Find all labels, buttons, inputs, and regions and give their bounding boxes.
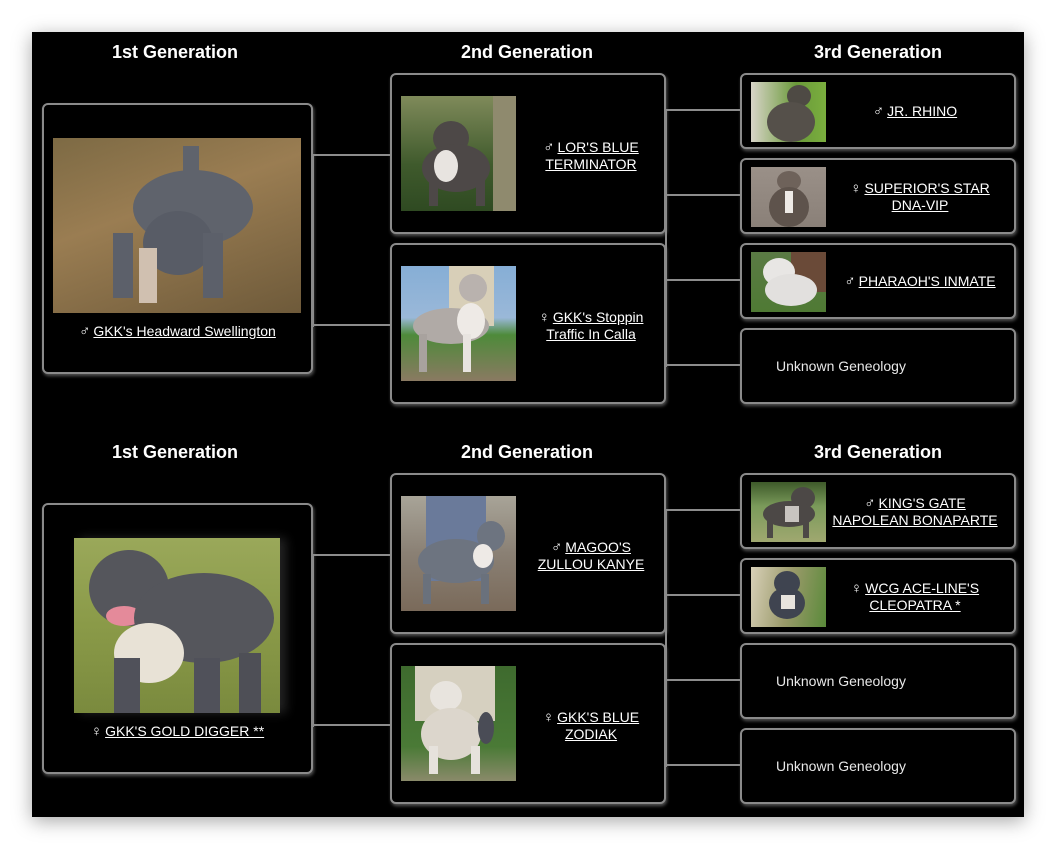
gen3-header: 3rd Generation bbox=[813, 442, 943, 462]
dog-silhouette-icon bbox=[767, 85, 815, 142]
dog-link[interactable]: MAGOO'S ZULLOU KANYE bbox=[537, 539, 645, 572]
dog-photo[interactable] bbox=[751, 82, 826, 142]
connector-line bbox=[665, 194, 740, 196]
dog-silhouette-icon bbox=[413, 266, 494, 372]
dog-link[interactable]: GKK's Stoppin Traffic In Calla bbox=[546, 309, 644, 342]
dog-link[interactable]: WCG ACE-LINE'S CLEOPATRA * bbox=[865, 580, 980, 613]
gen3-card: ♂PHARAOH'S INMATE bbox=[740, 243, 1016, 319]
unknown-geneology-label: Unknown Geneology bbox=[776, 758, 906, 774]
male-icon: ♂ bbox=[551, 539, 563, 556]
male-icon: ♂ bbox=[79, 323, 91, 340]
gen3-name: ♂KING'S GATE NAPOLEAN BONAPARTE bbox=[832, 495, 998, 528]
connector-line bbox=[665, 109, 667, 367]
gen3-card: ♂JR. RHINO bbox=[740, 73, 1016, 149]
dog-silhouette-icon bbox=[769, 571, 805, 619]
connector-line bbox=[312, 324, 390, 326]
gen1-name: ♀GKK'S GOLD DIGGER ** bbox=[44, 723, 311, 740]
connector-line bbox=[665, 594, 740, 596]
gen1-name: ♂GKK's Headward Swellington bbox=[44, 323, 311, 340]
dog-silhouette-icon bbox=[763, 252, 826, 306]
female-icon: ♀ bbox=[542, 709, 555, 726]
connector-line bbox=[665, 364, 740, 366]
gen2-card: ♀GKK's Stoppin Traffic In Calla bbox=[390, 243, 666, 404]
dog-photo[interactable] bbox=[401, 266, 516, 381]
female-icon: ♀ bbox=[538, 309, 550, 326]
gen2-name: ♀GKK's Stoppin Traffic In Calla bbox=[528, 309, 654, 342]
dog-photo[interactable] bbox=[751, 482, 826, 542]
gen3-card: ♂KING'S GATE NAPOLEAN BONAPARTE bbox=[740, 473, 1016, 549]
male-icon: ♂ bbox=[864, 495, 876, 512]
gen3-card-unknown: Unknown Geneology bbox=[740, 643, 1016, 719]
dog-link[interactable]: GKK'S BLUE ZODIAK bbox=[557, 709, 640, 742]
gen3-card-unknown: Unknown Geneology bbox=[740, 328, 1016, 404]
dog-photo[interactable] bbox=[401, 496, 516, 611]
gen1-card: ♂GKK's Headward Swellington bbox=[42, 103, 313, 374]
gen2-header: 2nd Generation bbox=[460, 42, 594, 62]
connector-line bbox=[312, 155, 314, 327]
dog-link[interactable]: SUPERIOR'S STAR DNA-VIP bbox=[864, 180, 990, 213]
gen3-name: ♂JR. RHINO bbox=[832, 103, 998, 120]
gen3-name: ♀WCG ACE-LINE'S CLEOPATRA * bbox=[832, 580, 998, 613]
gen1-card: ♀GKK'S GOLD DIGGER ** bbox=[42, 503, 313, 774]
connector-line bbox=[665, 279, 740, 281]
female-icon: ♀ bbox=[850, 580, 863, 597]
dog-link[interactable]: PHARAOH'S INMATE bbox=[858, 273, 996, 289]
dog-photo[interactable] bbox=[751, 567, 826, 627]
dog-photo[interactable] bbox=[401, 96, 516, 211]
gen2-name: ♂LOR'S BLUE TERMINATOR bbox=[528, 139, 654, 172]
dog-link[interactable]: JR. RHINO bbox=[887, 103, 958, 119]
dog-silhouette-icon bbox=[415, 666, 495, 774]
gen3-card: ♀SUPERIOR'S STAR DNA-VIP bbox=[740, 158, 1016, 234]
gen3-card: ♀WCG ACE-LINE'S CLEOPATRA * bbox=[740, 558, 1016, 634]
connector-line bbox=[312, 724, 390, 726]
unknown-geneology-label: Unknown Geneology bbox=[776, 358, 906, 374]
dog-photo[interactable] bbox=[74, 538, 280, 713]
dog-link[interactable]: KING'S GATE NAPOLEAN BONAPARTE bbox=[832, 495, 998, 528]
connector-line bbox=[665, 109, 740, 111]
gen3-name: ♀SUPERIOR'S STAR DNA-VIP bbox=[832, 180, 1008, 213]
male-icon: ♂ bbox=[872, 103, 885, 120]
connector-line bbox=[665, 679, 740, 681]
gen1-header: 1st Generation bbox=[111, 442, 239, 462]
connector-line bbox=[665, 764, 740, 766]
dog-link[interactable]: LOR'S BLUE TERMINATOR bbox=[545, 139, 639, 172]
dog-silhouette-icon bbox=[769, 171, 809, 227]
connector-line bbox=[312, 555, 314, 727]
dog-photo[interactable] bbox=[401, 666, 516, 781]
connector-line bbox=[665, 509, 667, 767]
dog-silhouette-icon bbox=[113, 146, 253, 303]
unknown-geneology-label: Unknown Geneology bbox=[776, 673, 906, 689]
gen3-name: ♂PHARAOH'S INMATE bbox=[832, 273, 1008, 290]
male-icon: ♂ bbox=[543, 139, 555, 156]
gen2-card: ♂LOR'S BLUE TERMINATOR bbox=[390, 73, 666, 234]
female-icon: ♀ bbox=[850, 180, 862, 197]
gen2-header: 2nd Generation bbox=[460, 442, 594, 462]
dog-photo[interactable] bbox=[53, 138, 301, 313]
gen3-header: 3rd Generation bbox=[813, 42, 943, 62]
gen1-header: 1st Generation bbox=[111, 42, 239, 62]
male-icon: ♂ bbox=[844, 273, 856, 290]
connector-line bbox=[665, 509, 740, 511]
gen2-card: ♂MAGOO'S ZULLOU KANYE bbox=[390, 473, 666, 634]
gen2-name: ♀GKK'S BLUE ZODIAK bbox=[528, 709, 654, 742]
connector-line bbox=[312, 154, 390, 156]
dog-photo[interactable] bbox=[751, 252, 826, 312]
connector-line bbox=[312, 554, 390, 556]
dog-silhouette-icon bbox=[89, 550, 274, 713]
gen3-card-unknown: Unknown Geneology bbox=[740, 728, 1016, 804]
gen2-card: ♀GKK'S BLUE ZODIAK bbox=[390, 643, 666, 804]
dog-silhouette-icon bbox=[418, 496, 505, 604]
dog-silhouette-icon bbox=[422, 96, 516, 211]
gen2-name: ♂MAGOO'S ZULLOU KANYE bbox=[528, 539, 654, 572]
dog-link[interactable]: GKK'S GOLD DIGGER ** bbox=[105, 723, 265, 739]
dog-photo[interactable] bbox=[751, 167, 826, 227]
dog-link[interactable]: GKK's Headward Swellington bbox=[93, 323, 276, 339]
female-icon: ♀ bbox=[90, 723, 103, 740]
dog-silhouette-icon bbox=[763, 487, 815, 538]
